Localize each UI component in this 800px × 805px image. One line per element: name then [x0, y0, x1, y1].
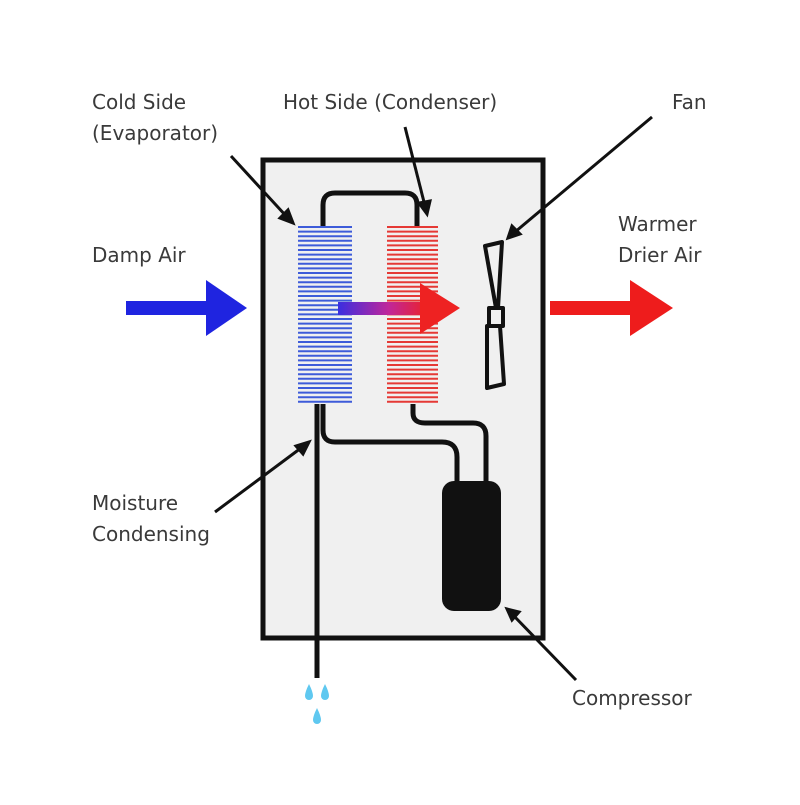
evaporator-coil — [298, 226, 352, 403]
label-moisture-line1: Moisture — [92, 491, 178, 515]
water-drops-icon — [305, 684, 329, 724]
label-fan: Fan — [672, 90, 707, 114]
fan-icon — [483, 240, 506, 390]
leader-lines — [214, 115, 653, 682]
damp-air-arrow — [126, 280, 247, 336]
internal-airflow-arrow — [338, 283, 460, 334]
label-cold-side-line2: (Evaporator) — [92, 121, 218, 145]
label-warmer-line2: Drier Air — [618, 243, 702, 267]
label-warmer-line1: Warmer — [618, 212, 697, 236]
label-compressor: Compressor — [572, 686, 693, 710]
label-moisture-line2: Condensing — [92, 522, 210, 546]
label-hot-side: Hot Side (Condenser) — [283, 90, 497, 114]
refrigerant-pipe-top — [320, 190, 420, 226]
warm-air-arrow — [550, 280, 673, 336]
label-cold-side-line1: Cold Side — [92, 90, 186, 114]
compressor-icon — [442, 481, 501, 611]
refrigerant-pipe-condenser-compressor — [410, 404, 489, 485]
refrigerant-pipe-evaporator-compressor — [320, 404, 460, 485]
label-damp-air: Damp Air — [92, 243, 186, 267]
